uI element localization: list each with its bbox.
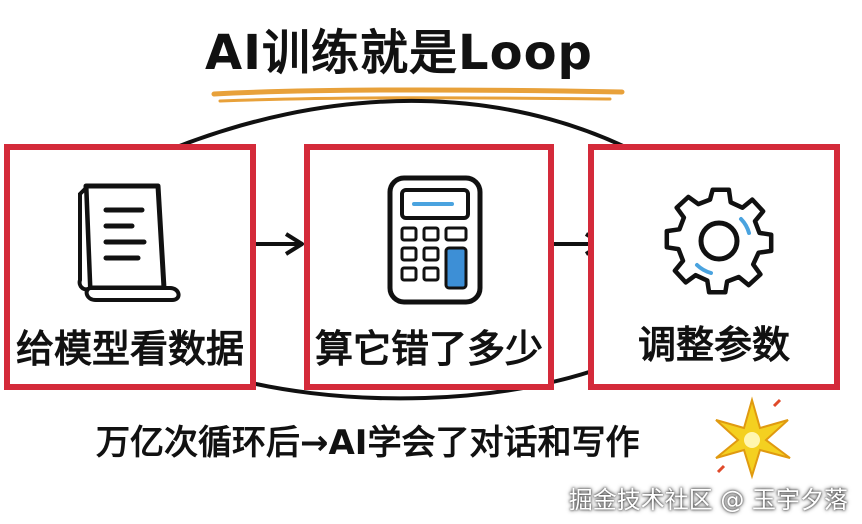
calculator-icon — [387, 175, 483, 305]
title-underline — [211, 87, 625, 103]
document-icon — [77, 183, 181, 302]
step-box-2: 算它错了多少 — [304, 144, 554, 390]
diagram-title: AI训练就是Loop — [205, 25, 593, 81]
watermark: 掘金技术社区 @ 玉宇夕落 — [568, 486, 848, 514]
step-label-2: 算它错了多少 — [314, 327, 543, 371]
sparkle-icon — [715, 396, 791, 480]
step-label-3: 调整参数 — [637, 323, 790, 367]
step-box-1: 给模型看数据 — [4, 144, 256, 390]
top-loop-arrow — [149, 99, 670, 172]
step-label-1: 给模型看数据 — [15, 327, 244, 371]
bottom-loop-arrow — [209, 350, 641, 401]
gear-icon — [664, 187, 774, 295]
loop-caption: 万亿次循环后→AI学会了对话和写作 — [96, 423, 640, 463]
step-box-3: 调整参数 — [588, 144, 840, 390]
